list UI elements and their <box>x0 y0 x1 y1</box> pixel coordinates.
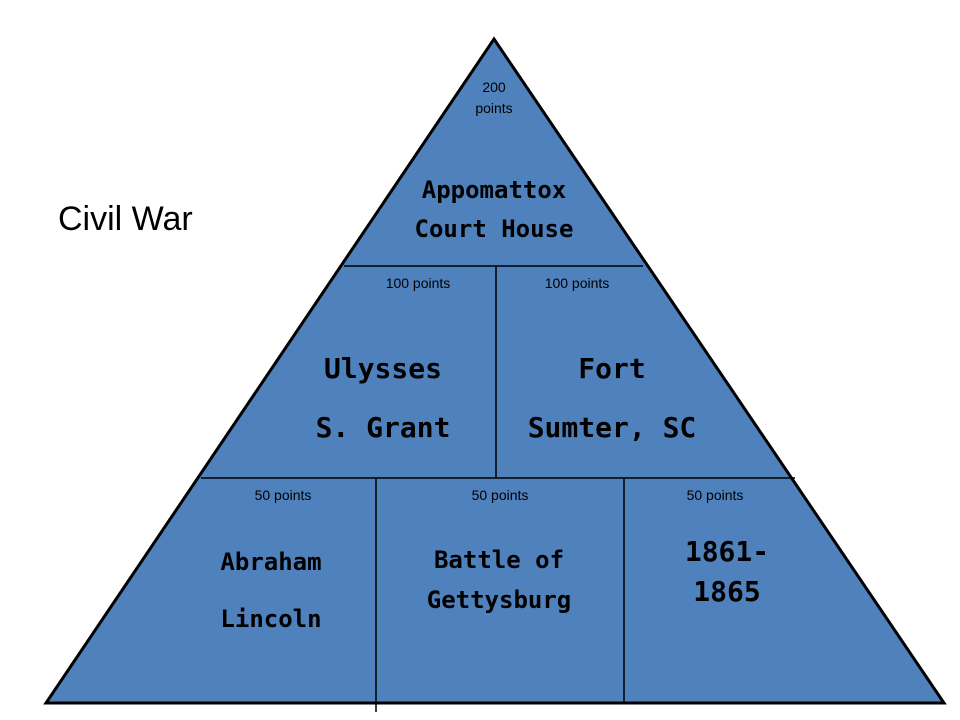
pyramid-shape <box>43 36 947 705</box>
term-label: Gettysburg <box>427 586 572 614</box>
points-label: points <box>475 100 512 116</box>
slide-title: Civil War <box>58 200 193 238</box>
term-label: Court House <box>415 215 574 243</box>
term-label: Ulysses <box>324 352 442 385</box>
tier-top-cell[interactable]: 200 points Appomattox Court House <box>415 79 574 243</box>
tier-bottom-cell-3[interactable]: 50 points 1861- 1865 <box>685 487 769 608</box>
term-label: Lincoln <box>220 605 321 633</box>
points-label: 50 points <box>255 487 312 503</box>
tier-bottom-cell-2[interactable]: 50 points Battle of Gettysburg <box>427 487 572 614</box>
term-label: Battle of <box>434 546 564 574</box>
tier-bottom-cell-1[interactable]: 50 points Abraham Lincoln <box>220 487 321 633</box>
points-label: 100 points <box>545 275 610 291</box>
tier-middle-cell-1[interactable]: 100 points Ulysses S. Grant <box>316 275 451 444</box>
points-label: 100 points <box>386 275 451 291</box>
term-label: Fort <box>578 352 645 385</box>
term-label: Abraham <box>220 548 321 576</box>
term-label: 1861- <box>685 535 769 568</box>
points-label: 200 <box>482 79 506 95</box>
points-label: 50 points <box>472 487 529 503</box>
tier-middle-cell-2[interactable]: 100 points Fort Sumter, SC <box>528 275 697 444</box>
term-label: Appomattox <box>422 176 567 204</box>
term-label: 1865 <box>693 575 760 608</box>
points-label: 50 points <box>687 487 744 503</box>
term-label: Sumter, SC <box>528 411 697 444</box>
term-label: S. Grant <box>316 411 451 444</box>
